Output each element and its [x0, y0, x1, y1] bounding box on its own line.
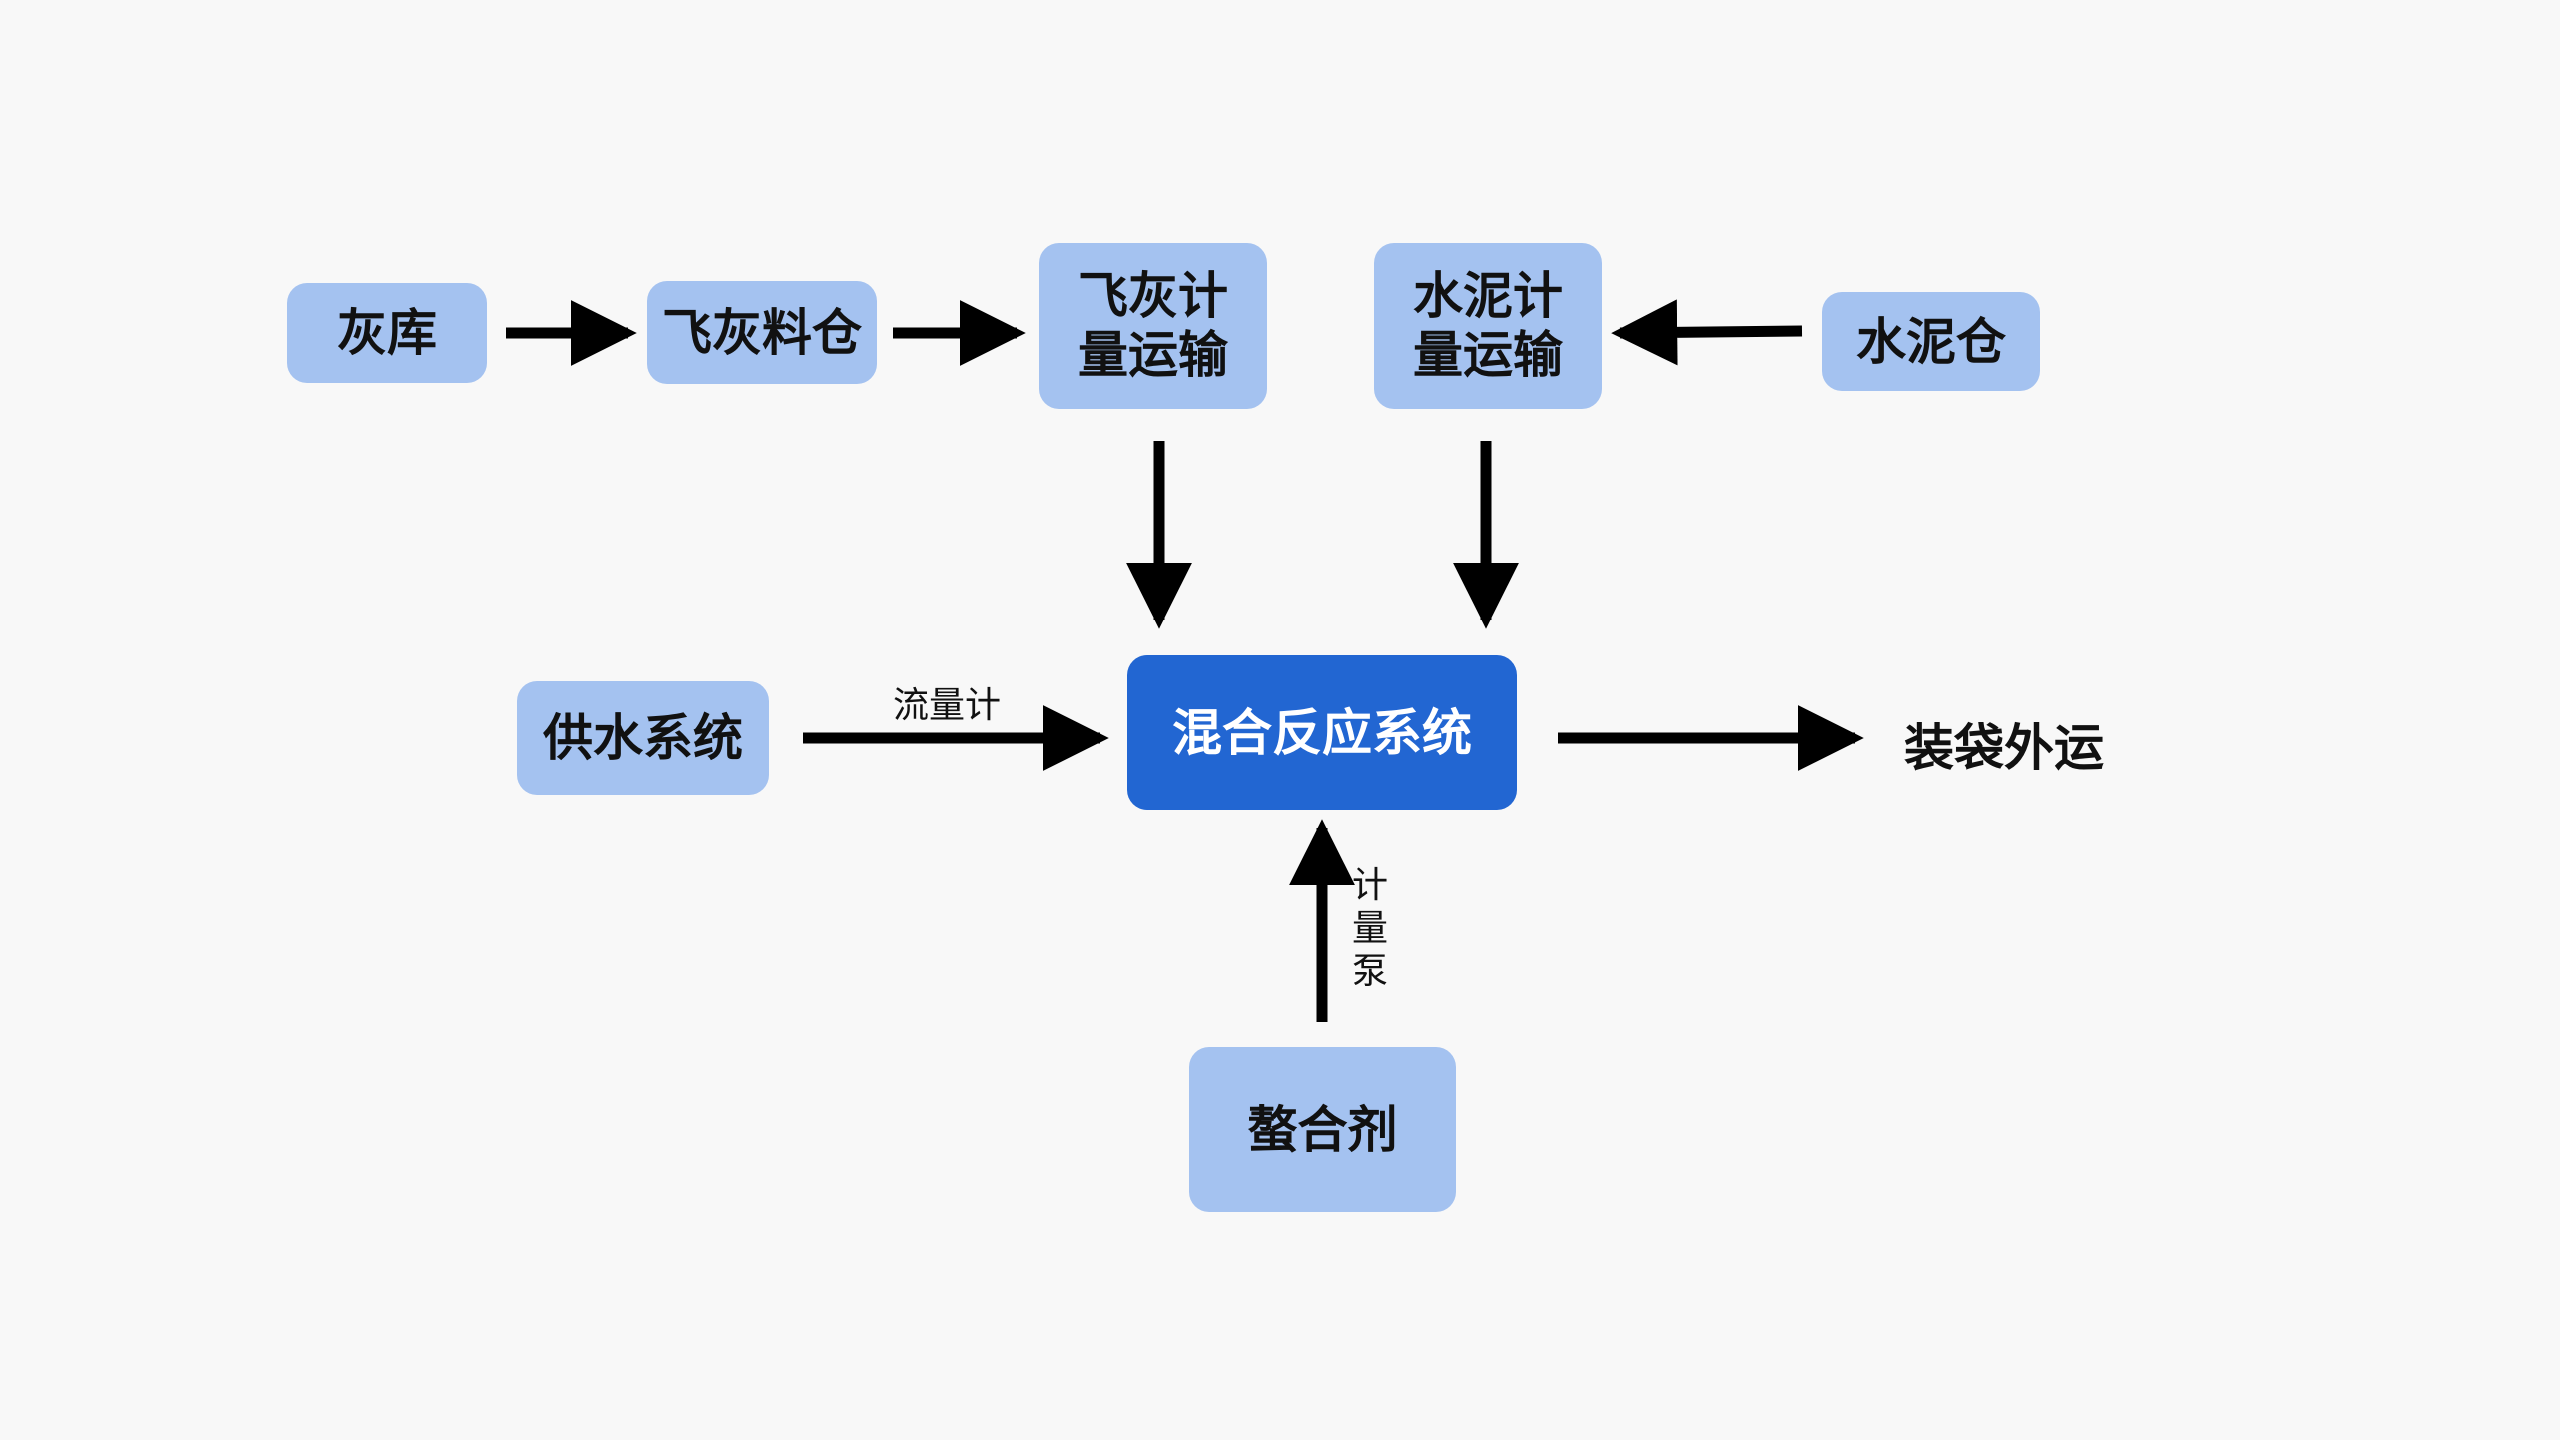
node-fly-ash-metering-label: 飞灰计量运输	[1078, 267, 1228, 384]
node-fly-ash-silo: 飞灰料仓	[647, 281, 877, 384]
node-chelating-agent: 螯合剂	[1189, 1047, 1456, 1212]
flowmeter-label: 流量计	[893, 685, 1002, 726]
metering-pump-label: 计量泵	[1351, 865, 1388, 993]
node-water-supply: 供水系统	[517, 681, 769, 795]
node-fly-ash-metering: 飞灰计量运输	[1039, 243, 1267, 409]
arrow-cement-silo-to-cement-metering	[1611, 299, 1803, 366]
node-bagged-out: 装袋外运	[1904, 719, 2104, 777]
node-cement-silo: 水泥仓	[1822, 292, 2040, 391]
node-cement-metering-label: 水泥计量运输	[1413, 267, 1563, 384]
node-ash-storage: 灰库	[287, 283, 487, 383]
node-cement-metering: 水泥计量运输	[1374, 243, 1602, 409]
node-mixing-reaction: 混合反应系统	[1127, 655, 1517, 810]
